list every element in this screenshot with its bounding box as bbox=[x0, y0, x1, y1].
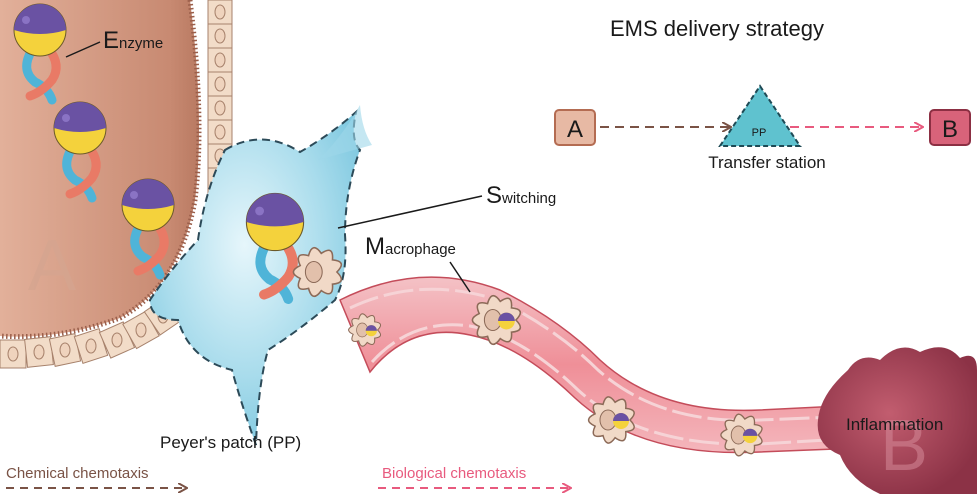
epithelial-cell bbox=[207, 0, 233, 25]
region-a-label: A bbox=[28, 226, 76, 306]
enzyme-label-rest: nzyme bbox=[119, 35, 163, 52]
legend: Chemical chemotaxis Biological chemotaxi… bbox=[6, 465, 570, 488]
epithelial-cell bbox=[207, 119, 233, 145]
pp-station-label: PP bbox=[752, 127, 767, 139]
epithelial-cell bbox=[207, 71, 233, 97]
epithelial-cell bbox=[0, 339, 27, 369]
enzyme-callout-line bbox=[65, 41, 101, 58]
strategy-scheme: EMS delivery strategy A PP B Transfer st… bbox=[554, 16, 971, 172]
epithelial-cell bbox=[207, 23, 233, 49]
legend-chemical-label: Chemical chemotaxis bbox=[6, 465, 149, 482]
legend-biological-label: Biological chemotaxis bbox=[382, 465, 526, 482]
enzyme bbox=[53, 101, 107, 203]
epithelial-cell bbox=[73, 328, 109, 364]
peyers-patch bbox=[148, 105, 372, 446]
macrophage-label-rest: acrophage bbox=[385, 241, 456, 258]
enzyme bbox=[13, 3, 67, 105]
epithelial-cell bbox=[98, 321, 136, 359]
enzyme bbox=[245, 192, 305, 304]
peyers-patch-label: Peyer's patch (PP) bbox=[160, 433, 301, 452]
epithelial-cell bbox=[207, 47, 233, 73]
macrophage bbox=[292, 246, 343, 298]
macrophage-label-initial: M bbox=[365, 233, 385, 260]
macrophage-group bbox=[292, 246, 763, 457]
node-a-box bbox=[554, 109, 596, 146]
switching-label-initial: S bbox=[486, 182, 502, 209]
enzyme-group bbox=[13, 3, 305, 304]
switching-label-rest: witching bbox=[501, 190, 556, 207]
macrophage bbox=[720, 413, 763, 457]
macrophage bbox=[587, 396, 635, 444]
node-a-label: A bbox=[567, 116, 583, 143]
inflammation-site: B Inflammation bbox=[817, 347, 977, 494]
inflammation-label: Inflammation bbox=[846, 415, 943, 434]
node-b-label: B bbox=[942, 116, 958, 143]
node-b-box bbox=[929, 109, 971, 146]
switching-callout-line bbox=[337, 195, 483, 229]
macrophage-label: Macrophage bbox=[365, 233, 456, 260]
enzyme bbox=[121, 178, 175, 280]
enzyme-label-initial: E bbox=[103, 27, 119, 54]
macrophage-callout-line bbox=[449, 261, 471, 293]
transfer-station-label: Transfer station bbox=[708, 153, 825, 172]
switching-label: Switching bbox=[486, 182, 556, 209]
region-b-label: B bbox=[880, 406, 928, 486]
epithelial-cell bbox=[207, 95, 233, 121]
enzyme-label: Enzyme bbox=[103, 27, 163, 54]
macrophage bbox=[471, 294, 522, 346]
epithelial-cell bbox=[24, 336, 54, 368]
pp-station-triangle bbox=[718, 84, 802, 147]
strategy-title: EMS delivery strategy bbox=[610, 16, 824, 41]
macrophage bbox=[348, 313, 382, 347]
